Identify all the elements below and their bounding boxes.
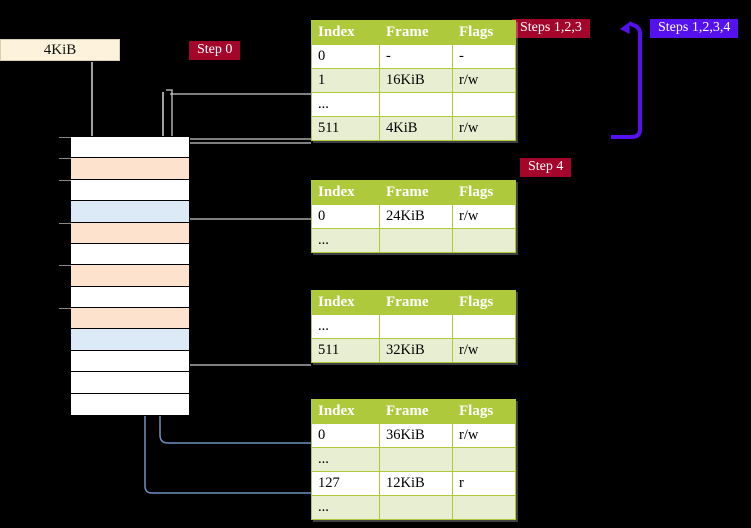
memory-frame-row bbox=[71, 286, 189, 308]
column-header-flags: Flags bbox=[452, 399, 516, 424]
table-cell-index: 511 bbox=[311, 338, 380, 363]
column-header-frame: Frame bbox=[379, 180, 453, 205]
size-box-label: 4KiB bbox=[43, 41, 77, 58]
memory-frame-row bbox=[71, 243, 189, 266]
memory-frame-tick bbox=[59, 222, 71, 224]
memory-frame-tick bbox=[59, 137, 71, 138]
table-cell-index: ... bbox=[311, 447, 380, 472]
table-cell-index: 511 bbox=[311, 116, 380, 141]
memory-frame-row bbox=[59, 179, 189, 202]
table-cell-index: ... bbox=[311, 228, 380, 253]
table-cell-frame: 32KiB bbox=[379, 338, 453, 363]
badge-steps-1-2-3-4: Steps 1,2,3,4 bbox=[650, 19, 739, 38]
memory-frame-tick bbox=[59, 308, 71, 309]
table-cell-flags bbox=[452, 447, 516, 472]
table-cell-flags: r/w bbox=[452, 68, 516, 93]
memory-frame-row bbox=[71, 393, 189, 415]
badge-step-4: Step 4 bbox=[520, 158, 572, 177]
column-header-index: Index bbox=[311, 290, 380, 315]
memory-frame-row bbox=[59, 265, 189, 287]
memory-frame-row bbox=[71, 329, 189, 351]
column-header-frame: Frame bbox=[379, 290, 453, 315]
table-cell-frame bbox=[379, 92, 453, 117]
memory-frame-row bbox=[71, 350, 189, 373]
table-cell-frame: 36KiB bbox=[379, 423, 453, 448]
column-header-flags: Flags bbox=[452, 20, 516, 45]
column-header-flags: Flags bbox=[452, 180, 516, 205]
table-cell-index: ... bbox=[311, 314, 380, 339]
table-row: 0-- bbox=[311, 44, 516, 69]
table-cell-index: 0 bbox=[311, 204, 380, 229]
physical-memory-column bbox=[59, 136, 190, 416]
table-cell-flags bbox=[452, 314, 516, 339]
table-row: ... bbox=[311, 314, 516, 339]
table-cell-frame: 16KiB bbox=[379, 68, 453, 93]
memory-frame-row bbox=[71, 201, 189, 223]
memory-frame-row bbox=[71, 372, 189, 394]
connector-pt-row127-to-memory bbox=[144, 420, 311, 494]
connector-pdpt-24kib bbox=[177, 142, 311, 160]
memory-frame-row bbox=[59, 222, 189, 244]
memory-frame-row bbox=[59, 308, 189, 330]
table-cell-flags: - bbox=[452, 44, 516, 69]
table-cell-flags: r/w bbox=[452, 338, 516, 363]
memory-frame-tick bbox=[59, 179, 71, 181]
table-cell-index: ... bbox=[311, 495, 380, 520]
table-cell-frame: 24KiB bbox=[379, 204, 453, 229]
column-header-frame: Frame bbox=[379, 20, 453, 45]
table-cell-flags: r/w bbox=[452, 423, 516, 448]
table-cell-index: 1 bbox=[311, 68, 380, 93]
badge-steps-1-2-3: Steps 1,2,3 bbox=[512, 19, 590, 38]
connector-pt-row0-to-memory bbox=[159, 420, 311, 444]
column-header-index: Index bbox=[311, 20, 380, 45]
table-row: ... bbox=[311, 228, 516, 253]
memory-frame-row bbox=[59, 158, 189, 180]
arrow-steps-1234 bbox=[611, 21, 642, 139]
size-box-4kib: 4KiB bbox=[0, 39, 120, 61]
table-cell-frame bbox=[379, 495, 453, 520]
table-row: ... bbox=[311, 92, 516, 117]
column-header-index: Index bbox=[311, 180, 380, 205]
table-cell-frame: 4KiB bbox=[379, 116, 453, 141]
table-row: ... bbox=[311, 447, 516, 472]
table-cell-index: 127 bbox=[311, 471, 380, 496]
table-cell-flags bbox=[452, 92, 516, 117]
memory-frame-tick bbox=[59, 265, 71, 267]
memory-frame-row bbox=[59, 137, 189, 159]
table-cell-frame bbox=[379, 228, 453, 253]
table-cell-frame bbox=[379, 447, 453, 472]
table-cell-frame: 12KiB bbox=[379, 471, 453, 496]
table-cell-index: 0 bbox=[311, 44, 380, 69]
table-row: ... bbox=[311, 495, 516, 520]
column-header-frame: Frame bbox=[379, 399, 453, 424]
table-cell-frame bbox=[379, 314, 453, 339]
column-header-index: Index bbox=[311, 399, 380, 424]
memory-frame-tick bbox=[59, 158, 71, 160]
table-cell-index: 0 bbox=[311, 423, 380, 448]
table-cell-flags: r bbox=[452, 471, 516, 496]
table-cell-flags: r/w bbox=[452, 204, 516, 229]
badge-step-0: Step 0 bbox=[189, 41, 241, 60]
column-header-flags: Flags bbox=[452, 290, 516, 315]
table-cell-flags: r/w bbox=[452, 116, 516, 141]
table-cell-flags bbox=[452, 495, 516, 520]
table-cell-index: ... bbox=[311, 92, 380, 117]
table-cell-frame: - bbox=[379, 44, 453, 69]
table-cell-flags bbox=[452, 228, 516, 253]
